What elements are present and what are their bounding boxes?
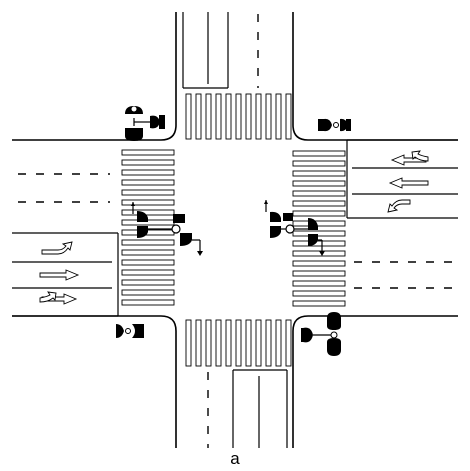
crosswalk-stripe <box>292 230 346 237</box>
crosswalk-stripe <box>121 239 175 246</box>
lane-arrows-east <box>387 150 429 213</box>
figure-caption: a <box>230 449 240 468</box>
crosswalk-stripe <box>195 319 202 367</box>
road-edges <box>12 12 458 448</box>
north-approach <box>182 12 259 89</box>
crosswalk-stripe <box>121 159 175 166</box>
crosswalk-stripe <box>121 199 175 206</box>
right-turn-arrow-icon <box>39 291 57 303</box>
crosswalk-stripe <box>225 319 232 367</box>
signal-median-west <box>131 202 203 256</box>
south-approach <box>207 369 288 448</box>
crosswalk-stripe <box>292 270 346 277</box>
crosswalk-stripe <box>275 93 282 140</box>
signal-northeast <box>318 118 351 132</box>
crosswalk-stripe <box>235 319 242 367</box>
crosswalk-stripe <box>292 280 346 287</box>
straight-arrow-icon <box>388 177 429 189</box>
crosswalk-stripe <box>255 319 262 367</box>
crosswalk-stripe <box>121 169 175 176</box>
lane-arrows-west <box>39 241 80 305</box>
crosswalk-east <box>292 150 346 307</box>
crosswalk-stripe <box>292 180 346 187</box>
straight-left-arrow-icon <box>390 154 427 166</box>
crosswalk-stripe <box>121 259 175 266</box>
crosswalk-stripe <box>121 279 175 286</box>
intersection-diagram <box>12 12 458 448</box>
crosswalk-stripe <box>292 150 346 157</box>
crosswalk-stripe <box>121 269 175 276</box>
crosswalk-stripe <box>205 319 212 367</box>
signal-northwest <box>125 106 165 141</box>
crosswalk-stripe <box>225 93 232 140</box>
signal-southeast <box>301 312 341 356</box>
crosswalk-stripe <box>121 179 175 186</box>
crosswalk-stripe <box>292 190 346 197</box>
crosswalk-stripe <box>292 300 346 307</box>
signal-median-east <box>264 200 325 256</box>
crosswalk-stripe <box>245 319 252 367</box>
crosswalk-stripe <box>292 210 346 217</box>
crosswalk-stripe <box>292 200 346 207</box>
crosswalk-stripe <box>121 149 175 156</box>
crosswalk-stripe <box>121 289 175 296</box>
east-approach <box>346 139 458 289</box>
crosswalk-north <box>185 93 292 140</box>
crosswalk-stripe <box>275 319 282 367</box>
west-approach <box>12 173 119 317</box>
crosswalk-stripe <box>245 93 252 140</box>
crosswalk-stripe <box>185 319 192 367</box>
crosswalk-stripe <box>265 93 272 140</box>
left-turn-arrow-icon <box>41 241 73 255</box>
crosswalk-stripe <box>255 93 262 140</box>
crosswalk-stripe <box>121 209 175 216</box>
crosswalk-stripe <box>292 220 346 227</box>
crosswalk-south <box>185 319 292 367</box>
crosswalk-stripe <box>121 249 175 256</box>
crosswalk-stripe <box>292 170 346 177</box>
crosswalk-stripe <box>205 93 212 140</box>
right-turn-arrow-icon <box>387 199 411 213</box>
crosswalk-stripe <box>292 250 346 257</box>
crosswalk-stripe <box>235 93 242 140</box>
crosswalk-stripe <box>265 319 272 367</box>
crosswalk-stripe <box>121 189 175 196</box>
crosswalk-west <box>121 149 175 306</box>
crosswalk-stripe <box>121 299 175 306</box>
crosswalk-stripe <box>185 93 192 140</box>
crosswalk-stripe <box>292 240 346 247</box>
crosswalk-stripe <box>285 319 292 367</box>
straight-arrow-icon <box>39 269 80 281</box>
crosswalk-stripe <box>215 93 222 140</box>
crosswalk-stripe <box>285 93 292 140</box>
crosswalk-stripe <box>195 93 202 140</box>
crosswalk-stripe <box>292 260 346 267</box>
left-turn-arrow-icon <box>411 150 429 162</box>
signal-southwest <box>116 324 144 338</box>
crosswalk-stripe <box>292 160 346 167</box>
crosswalk-stripe <box>292 290 346 297</box>
crosswalk-stripe <box>215 319 222 367</box>
